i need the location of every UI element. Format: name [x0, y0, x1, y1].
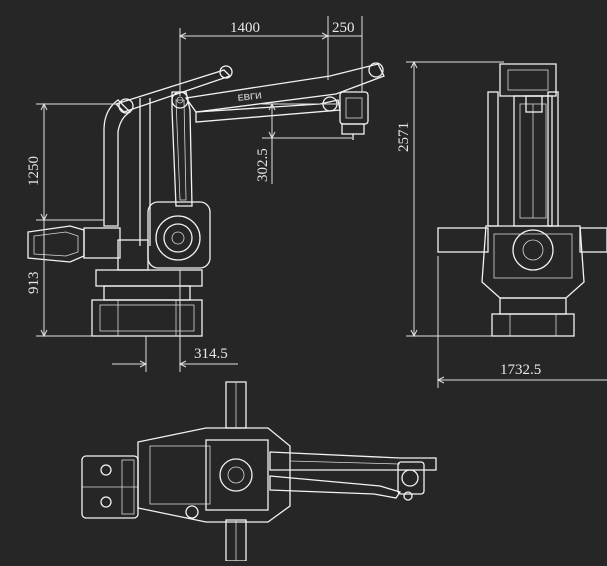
dim-label-1250: 1250 — [26, 156, 42, 186]
dim-label-302-5: 302.5 — [255, 148, 271, 182]
dim-label-314-5: 314.5 — [194, 346, 228, 362]
dim-base-offset — [112, 270, 238, 372]
dim-wrist-drop — [262, 102, 352, 184]
wrist — [339, 91, 369, 140]
dim-base-width — [436, 256, 607, 388]
dim-total-height — [406, 60, 504, 338]
dim-label-250: 250 — [332, 20, 355, 36]
robot-base — [91, 269, 203, 337]
dim-label-913: 913 — [26, 272, 42, 295]
upper-arm: ЕВГИ — [114, 62, 385, 123]
lower-arm — [103, 91, 193, 246]
top-view — [81, 381, 437, 562]
shoulder-joint — [117, 201, 211, 271]
dim-label-1732-5: 1732.5 — [500, 362, 541, 378]
side-view: ЕВГИ 1400 250 302.5 — [26, 16, 385, 372]
dim-left-heights — [36, 102, 120, 338]
dim-label-1400: 1400 — [230, 20, 260, 36]
dim-top — [178, 16, 363, 96]
front-view: 2571 1732.5 — [396, 60, 607, 388]
counterweight — [27, 225, 121, 263]
arm-logo: ЕВГИ — [237, 91, 262, 103]
dim-label-2571: 2571 — [396, 122, 412, 152]
